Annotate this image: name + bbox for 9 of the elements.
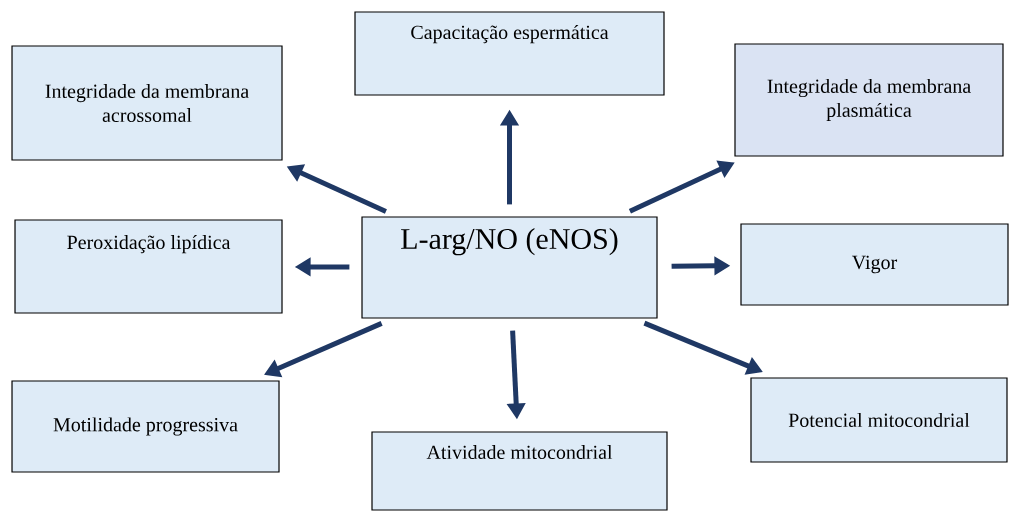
text-box: Peroxidação lipídica <box>14 219 283 314</box>
text-box: Atividade mitocondrial <box>371 431 668 511</box>
text-box: Potencial mitocondrial <box>750 377 1008 463</box>
text-box: Vigor <box>740 223 1009 306</box>
text-box: L-arg/NO (eNOS) <box>361 216 658 319</box>
text-box: Capacitação espermática <box>354 11 665 96</box>
text-box: Integridade da membrana acrossomal <box>11 45 283 161</box>
text-box: Integridade da membrana plasmática <box>734 43 1004 157</box>
text-box: Motilidade progressiva <box>11 380 280 473</box>
